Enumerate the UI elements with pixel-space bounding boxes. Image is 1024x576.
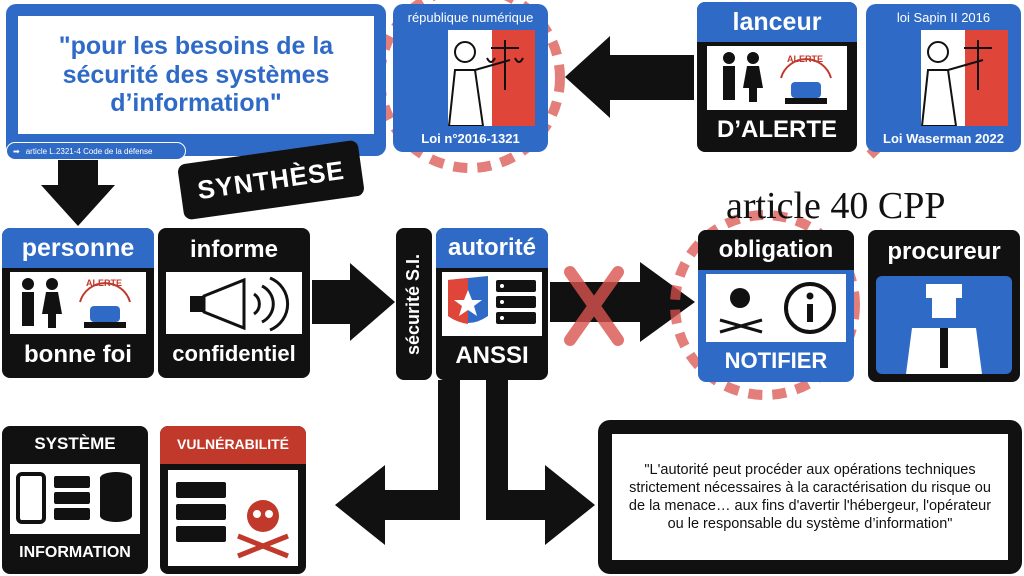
synthese-text: SYNTHÈSE [195,154,347,205]
obligation-label: NOTIFIER [724,348,828,373]
obligation-title: obligation [718,236,834,263]
securite-si-text: sécurité S.I. [403,253,424,355]
pirate-info-icon [719,282,836,334]
arrow-anssi-right [486,380,595,545]
personne-alert-badge: ALERTE [86,278,122,288]
sapin-title: loi Sapin II 2016 [896,10,991,25]
marianne-flag-sapin [878,30,1008,126]
quote-inner: "pour les besoins de la sécurité des sys… [18,16,374,134]
sapin-law: Loi Waserman 2022 [883,131,1004,146]
procureur-panel: procureur [868,230,1020,382]
quote-text: "pour les besoins de la sécurité des sys… [58,31,334,118]
personne-label: bonne foi [24,341,132,368]
red-cross-icon [564,266,624,346]
informe-panel: informe confidentiel [158,228,310,378]
sapin-panel: loi Sapin II 2016 Loi Waserman 2022 [866,4,1021,152]
lanceur-icons: ALERTE [707,46,847,110]
autorite-label: ANSSI [455,342,529,369]
anssi-shield-icon [448,276,536,324]
lady-justice-icon [447,40,524,126]
personne-icons: ALERTE [10,272,146,334]
informe-title: informe [189,236,278,263]
systeme-icons [10,464,140,534]
highlight-ring-obligation [670,210,860,400]
arrow-anssi-left [335,380,460,545]
systeme-label: INFORMATION [19,544,131,561]
citation-inner: "L'autorité peut procéder aux opérations… [612,434,1008,560]
lanceur-title: lanceur [732,8,822,36]
vulnerabilite-icons [168,470,298,566]
personne-title: personne [21,234,135,262]
autorite-title: autorité [447,234,536,261]
people-alert-icon [723,52,832,104]
informe-icon-box [166,272,302,334]
securite-si-panel: sécurité S.I. [396,228,432,380]
personne-panel: personne ALERTE bonne foi [2,228,154,378]
devices-icon [16,472,132,524]
citation-panel: "L'autorité peut procéder aux opérations… [598,420,1022,574]
procureur-icon-box [876,276,1012,374]
rep-num-law: Loi n°2016-1321 [421,131,520,146]
arrow-right-informe [312,263,395,341]
autorite-panel: autorité ANSSI [436,228,548,380]
autorite-icons [442,272,542,336]
vulnerabilite-title: VULNÉRABILITÉ [177,436,289,452]
lanceur-panel: lanceur ALERTE D’ALERTE [697,2,857,152]
lady-justice-icon [920,40,992,126]
systeme-panel: SYSTÈME INFORMATION [2,426,148,574]
arrow-right-icon: ➡ [13,146,20,156]
rep-num-title: république numérique [407,10,534,25]
reference-text: article L.2321-4 Code de la défense [25,146,153,156]
rep-num-panel: république numérique Loi n°2016-1321 [393,4,548,152]
lanceur-label: D’ALERTE [717,116,837,143]
informe-label: confidentiel [172,341,296,366]
lanceur-alert-badge: ALERTE [787,54,823,64]
quote-panel: "pour les besoins de la sécurité des sys… [6,4,386,160]
systeme-title: SYSTÈME [34,434,116,453]
judge-icon [906,284,982,374]
marianne-flag [405,30,535,126]
obligation-icons [706,274,846,342]
procureur-title: procureur [887,238,1001,265]
article40-title: article 40 CPP [726,185,946,227]
server-skull-icon [176,482,289,559]
vulnerabilite-panel: VULNÉRABILITÉ [160,426,306,574]
megaphone-icon [190,276,290,332]
people-alert-icon [22,278,131,328]
obligation-panel: obligation NOTIFIER [698,230,854,382]
arrow-down-quote [41,155,115,226]
reference-badge[interactable]: ➡ article L.2321-4 Code de la défense [6,142,186,160]
citation-text: "L'autorité peut procéder aux opérations… [628,461,992,533]
highlight-ring-rep-num [375,0,565,173]
arrow-left-lanceur [565,36,694,118]
